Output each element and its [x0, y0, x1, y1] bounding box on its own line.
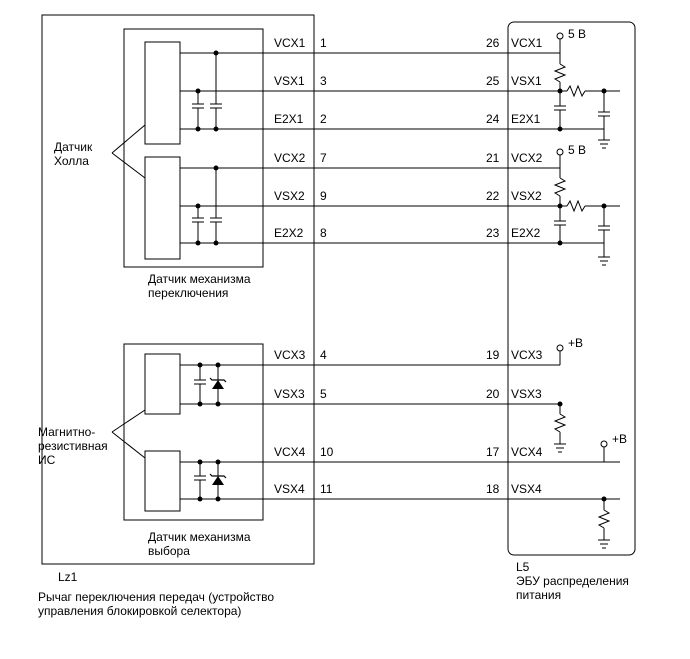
right-pin: 20: [486, 387, 500, 401]
left-pin: 9: [320, 189, 327, 203]
left-signal-e2x2: E2X2: [274, 226, 304, 240]
left-signal-vsx4: VSX4: [274, 482, 305, 496]
right-pin: 25: [486, 74, 500, 88]
left-pin: 3: [320, 74, 327, 88]
left-pin: 1: [320, 36, 327, 50]
hall-module-box: [123, 28, 264, 268]
right-connector-id: L5: [516, 560, 530, 574]
left-pin: 2: [320, 112, 327, 126]
zener-diodes: [212, 380, 224, 485]
right-unit-description: ЭБУ распределения питания: [516, 574, 629, 602]
hall-sensor-1: [144, 41, 181, 145]
left-pin: 5: [320, 387, 327, 401]
right-signal-vsx4: VSX4: [511, 482, 542, 496]
right-signal-vcx1: VCX1: [511, 36, 543, 50]
select-sensor-label: Датчик механизма выбора: [148, 530, 251, 558]
right-pin: 24: [486, 112, 500, 126]
supply-5v-label: 5 В: [568, 143, 587, 157]
right-pin: 22: [486, 189, 500, 203]
junction-dots: [195, 50, 607, 502]
left-pin: 7: [320, 151, 327, 165]
right-signal-vcx3: VCX3: [511, 348, 543, 362]
right-signal-e2x1: E2X1: [511, 112, 541, 126]
left-pin: 8: [320, 226, 327, 240]
right-pin: 26: [486, 36, 500, 50]
right-pin: 23: [486, 226, 500, 240]
right-signal-e2x2: E2X2: [511, 226, 541, 240]
shift-sensor-label: Датчик механизма переключения: [148, 272, 251, 300]
left-signal-vsx1: VSX1: [274, 74, 305, 88]
right-pin: 19: [486, 348, 500, 362]
mr-module-box: [123, 343, 264, 521]
left-signal-vcx1: VCX1: [274, 36, 306, 50]
right-unit-box: [507, 21, 636, 556]
left-signal-vcx4: VCX4: [274, 445, 306, 459]
right-pin: 18: [486, 482, 500, 496]
right-signal-vcx4: VCX4: [511, 445, 543, 459]
mr-sensor-1: [144, 353, 181, 415]
right-signal-vsx3: VSX3: [511, 387, 542, 401]
hall-sensor-2: [144, 156, 181, 260]
left-pin: 11: [320, 482, 333, 496]
hall-sensor-label: Датчик Холла: [54, 140, 93, 168]
left-signal-e2x1: E2X1: [274, 112, 304, 126]
mr-ic-label: Магнитно- резистивная ИС: [38, 425, 108, 467]
supply-5v-label: 5 В: [568, 27, 587, 41]
right-pin: 17: [486, 445, 500, 459]
left-signal-vsx3: VSX3: [274, 387, 305, 401]
right-signal-vsx1: VSX1: [511, 74, 542, 88]
right-pin: 21: [486, 151, 500, 165]
left-pin: 10: [320, 445, 334, 459]
left-signal-vcx3: VCX3: [274, 348, 306, 362]
left-signal-vsx2: VSX2: [274, 189, 305, 203]
supply-plus-b-label: +B: [568, 336, 584, 350]
left-unit-box: [41, 14, 315, 565]
left-connector-id: Lz1: [58, 570, 78, 584]
mr-sensor-2: [144, 450, 181, 512]
left-pin: 4: [320, 348, 327, 362]
right-signal-vsx2: VSX2: [511, 189, 542, 203]
right-signal-vcx2: VCX2: [511, 151, 543, 165]
left-signal-vcx2: VCX2: [274, 151, 306, 165]
left-unit-description: Рычаг переключения передач (устройство у…: [38, 590, 275, 618]
supply-plus-b-label: +B: [612, 432, 628, 446]
